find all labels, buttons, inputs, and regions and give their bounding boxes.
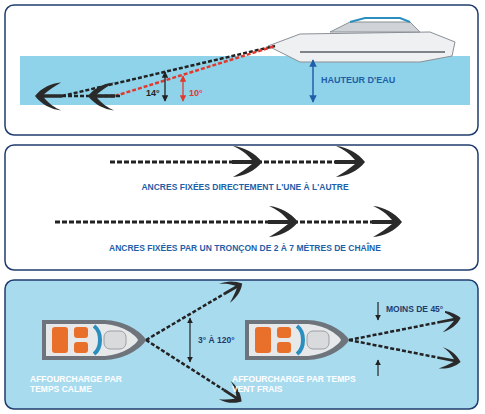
angle-label: MOINS DE 45° [384, 304, 445, 316]
depth-label: HAUTEUR D'EAU [321, 75, 395, 85]
angle-label: 3° À 120° [196, 335, 237, 347]
angle-label: 10° [189, 88, 203, 98]
angle-label: 14° [146, 88, 160, 98]
caption-text: ANCRES FIXÉES PAR UN TRONÇON DE 2 À 7 MÉ… [30, 244, 460, 254]
mooring-label: AFFOURCHARGE PAR TEMPS VENT FRAIS [232, 375, 372, 395]
caption-text: ANCRES FIXÉES DIRECTEMENT L'UNE À L'AUTR… [40, 183, 450, 193]
mooring-label: AFFOURCHARGE PAR TEMPS CALME [30, 375, 150, 395]
